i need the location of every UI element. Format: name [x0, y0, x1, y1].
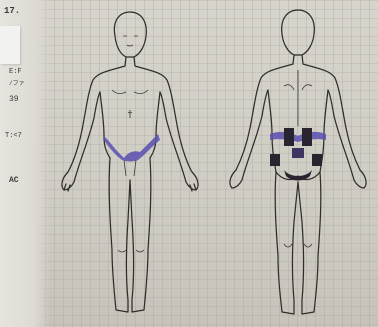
back-body-figure — [230, 10, 366, 314]
front-body-figure — [62, 12, 198, 312]
